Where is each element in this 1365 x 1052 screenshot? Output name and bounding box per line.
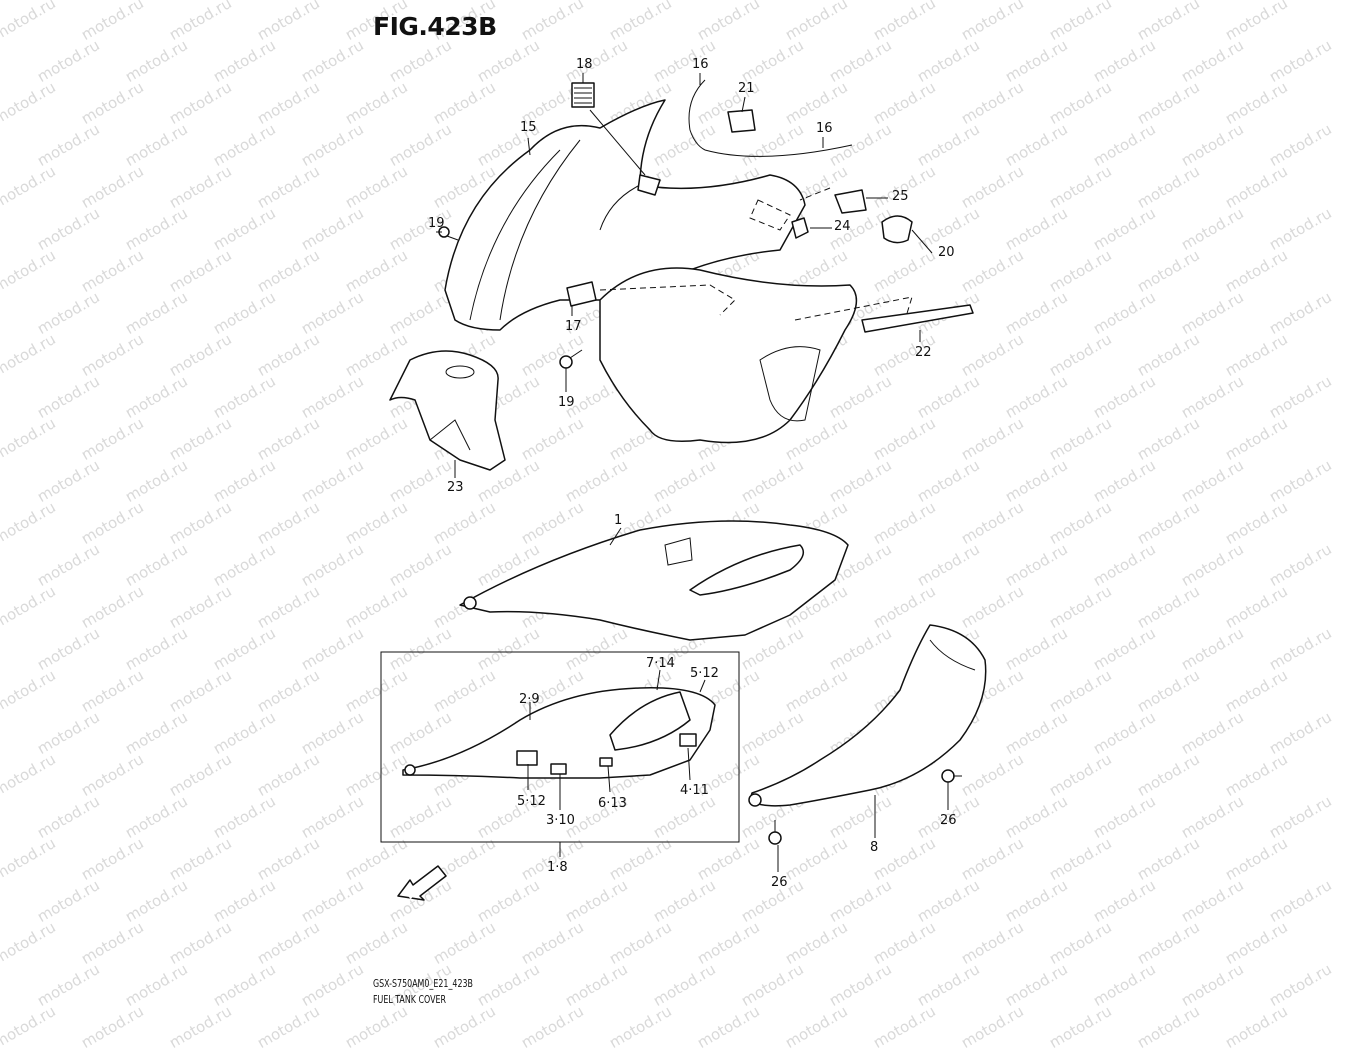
part-24-clip (791, 217, 809, 239)
callout-23: 23 (447, 480, 464, 495)
part-16-tubes (688, 79, 853, 157)
callout-19-upper: 19 (428, 216, 445, 231)
callout-19-lower: 19 (558, 395, 575, 410)
figure-caption: FUEL TANK COVER (373, 993, 446, 1006)
part-15-front-cover (444, 99, 806, 331)
callout-7-14: 7·14 (646, 656, 675, 671)
part-25-dash (799, 187, 831, 201)
callout-6-13: 6·13 (598, 796, 627, 811)
inset-side-cover (402, 687, 716, 779)
figure-title: FIG.423B (373, 12, 497, 41)
callout-16-upper: 16 (692, 57, 709, 72)
part-26-screw-right (941, 769, 962, 783)
diagram-drawing (380, 73, 987, 901)
callout-25: 25 (892, 189, 909, 204)
callout-20: 20 (938, 245, 955, 260)
callout-1-8: 1·8 (547, 860, 568, 875)
callout-4-11: 4·11 (680, 783, 709, 798)
part-17-pad (566, 281, 597, 307)
part-8-side-panel (748, 624, 987, 807)
part-1-side-cover (459, 520, 849, 641)
part-19-bolt-lower (559, 349, 583, 369)
part-25-pad (834, 189, 867, 214)
leader-lines (436, 73, 949, 872)
part-23-bracket (389, 350, 506, 471)
part-18-pad (571, 82, 595, 108)
callout-26-bottom: 26 (771, 875, 788, 890)
callout-1: 1 (614, 513, 623, 528)
callout-24: 24 (834, 219, 851, 234)
model-code-caption: GSX-S750AM0_E21_423B (373, 977, 473, 990)
callout-26-right: 26 (940, 813, 957, 828)
part-26-screw-bottom (768, 820, 782, 845)
callout-3-10: 3·10 (546, 813, 575, 828)
callout-16-lower: 16 (816, 121, 833, 136)
callout-15: 15 (520, 120, 537, 135)
callout-21: 21 (738, 81, 755, 96)
part-20-grommet (881, 215, 913, 244)
callout-22: 22 (915, 345, 932, 360)
fwd-arrow-icon (397, 865, 447, 901)
callout-18: 18 (576, 57, 593, 72)
callout-8: 8 (870, 840, 879, 855)
part-22-strip (861, 304, 974, 333)
part-21-pad (727, 109, 756, 133)
callout-5-12-lower: 5·12 (517, 794, 546, 809)
callout-2-9: 2·9 (519, 692, 540, 707)
callout-5-12-upper: 5·12 (690, 666, 719, 681)
callout-17: 17 (565, 319, 582, 334)
part-upper-frame-cover (599, 267, 913, 444)
